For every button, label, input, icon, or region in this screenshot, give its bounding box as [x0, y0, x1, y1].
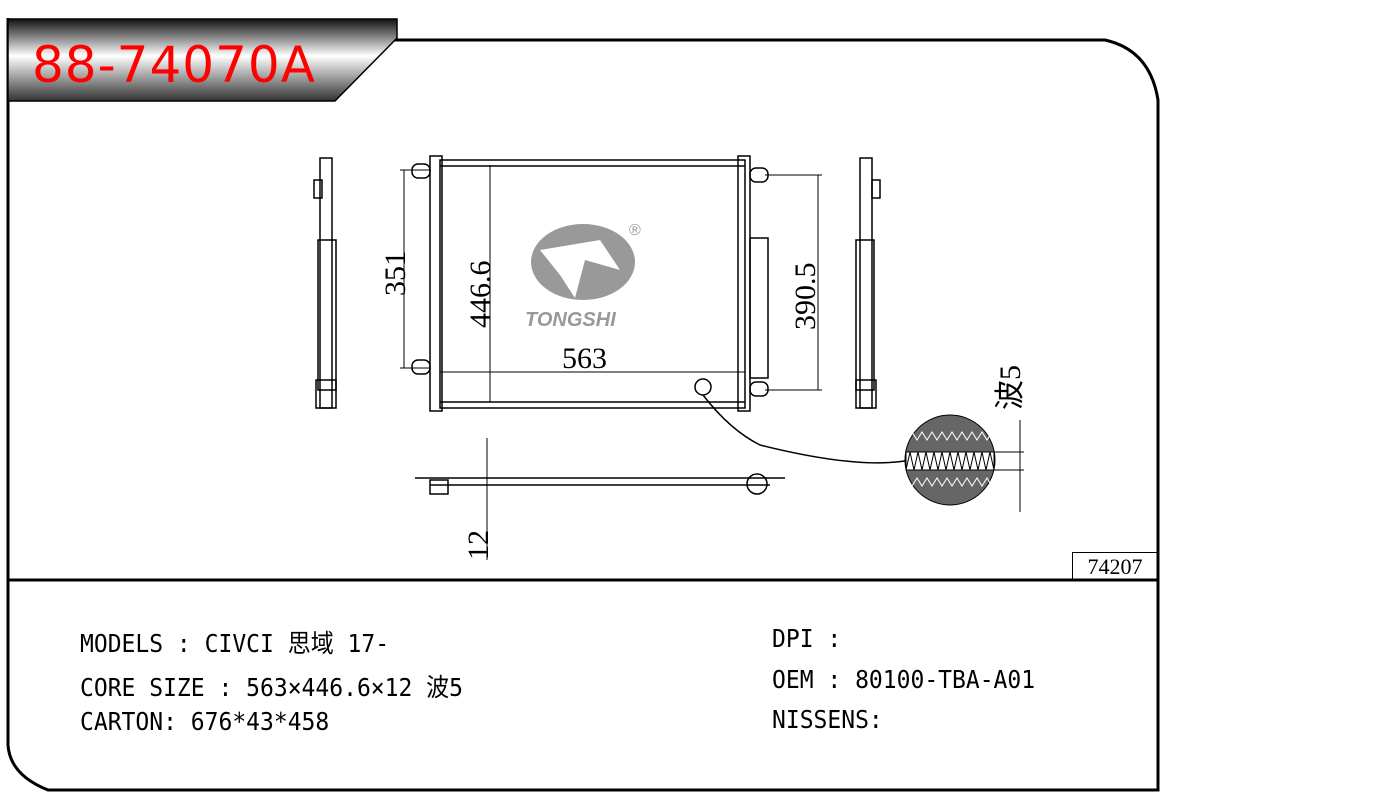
carton-info: CARTON: 676*43*458: [80, 707, 330, 736]
left-side-view: [313, 157, 337, 409]
svg-text:波5: 波5: [994, 365, 1027, 410]
svg-text:446.6: 446.6: [464, 261, 497, 329]
svg-text:TONGSHI: TONGSHI: [525, 309, 616, 331]
svg-text:390.5: 390.5: [789, 263, 822, 331]
drawing-code: 74207: [1072, 552, 1158, 581]
dimension-lines: [400, 165, 1024, 560]
nissens-info: NISSENS:: [772, 705, 883, 734]
tongshi-logo: ® TONGSHI: [525, 222, 641, 331]
frame-border: [6, 18, 1160, 792]
title-banner: [7, 18, 398, 102]
core-size-info: CORE SIZE : 563×446.6×12 波5: [80, 673, 464, 702]
bottom-view: [415, 473, 785, 495]
condenser-front-view: [411, 155, 911, 464]
models-info: MODELS : CIVCI 思域 17-: [80, 629, 390, 658]
dpi-info: DPI :: [772, 624, 842, 653]
svg-text:®: ®: [629, 222, 641, 239]
svg-text:563: 563: [562, 342, 607, 375]
right-side-view: [855, 157, 881, 409]
svg-text:12: 12: [462, 530, 495, 560]
fin-detail: [904, 414, 998, 506]
part-number-title: 88-74070A: [32, 36, 316, 94]
svg-text:351: 351: [379, 251, 412, 296]
oem-info: OEM : 80100-TBA-A01: [772, 665, 1036, 694]
